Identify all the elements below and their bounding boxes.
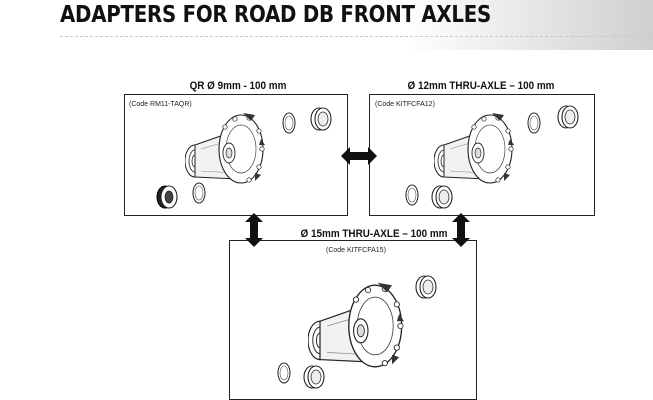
- page-title: ADAPTERS FOR ROAD DB FRONT AXLES: [60, 2, 492, 28]
- axle12-panel-caption: Ø 12mm THRU-AXLE – 100 mm: [407, 80, 555, 92]
- axle15-adapter-panel: (Code KITFCFA15): [229, 240, 477, 400]
- end-cap-icon: [405, 184, 453, 209]
- adapter-ring-icon: [282, 107, 332, 134]
- axle15-code-label: (Code KITFCFA15): [326, 247, 386, 254]
- axle12-adapter-panel: (Code KITFCFA12): [369, 94, 595, 216]
- adapter-ring-icon: [415, 275, 437, 299]
- header-band: [0, 0, 653, 50]
- end-cap-icon: [156, 182, 206, 209]
- qr-code-label: (Code RM11-TAQR): [129, 101, 192, 108]
- qr-adapter-panel: (Code RM11-TAQR): [124, 94, 348, 216]
- title-divider: [60, 36, 653, 37]
- adapter-ring-icon: [527, 105, 579, 134]
- qr-panel-caption: QR Ø 9mm - 100 mm: [189, 80, 287, 92]
- double-arrow-horizontal-icon: [341, 147, 377, 165]
- axle12-code-label: (Code KITFCFA12): [375, 101, 435, 108]
- double-arrow-vertical-icon: [452, 213, 470, 247]
- double-arrow-vertical-icon: [245, 213, 263, 247]
- end-cap-icon: [277, 362, 325, 389]
- axle15-panel-caption: Ø 15mm THRU-AXLE – 100 mm: [300, 228, 448, 240]
